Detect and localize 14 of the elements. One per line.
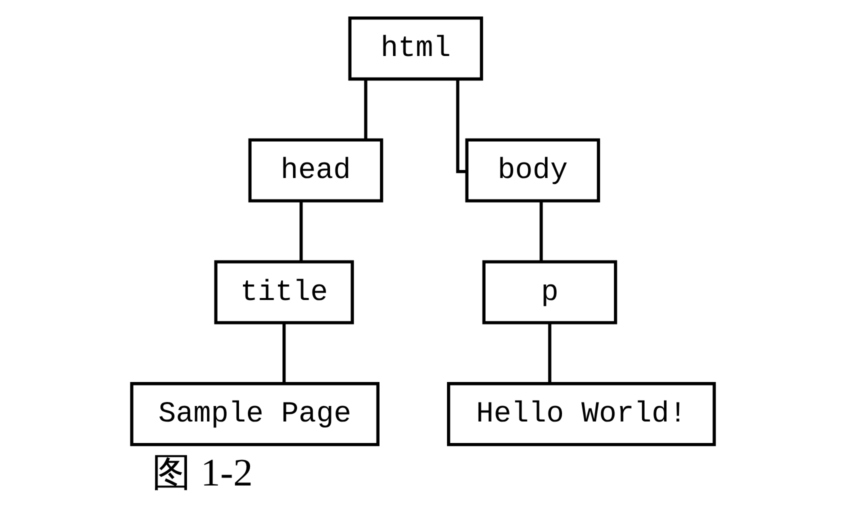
node-box: html [348,16,484,81]
node-box: head [248,138,384,202]
node-box: body [465,138,600,202]
connector [300,201,303,262]
node-box: title [214,260,354,324]
connector [540,201,543,262]
caption: 图 1-2 [152,452,253,495]
connector [456,80,466,174]
connector [548,323,552,383]
connector [282,323,286,383]
node-box: p [482,260,618,324]
node-box: Sample Page [130,382,380,446]
node-box: Hello World! [447,382,716,446]
connector [364,79,368,140]
